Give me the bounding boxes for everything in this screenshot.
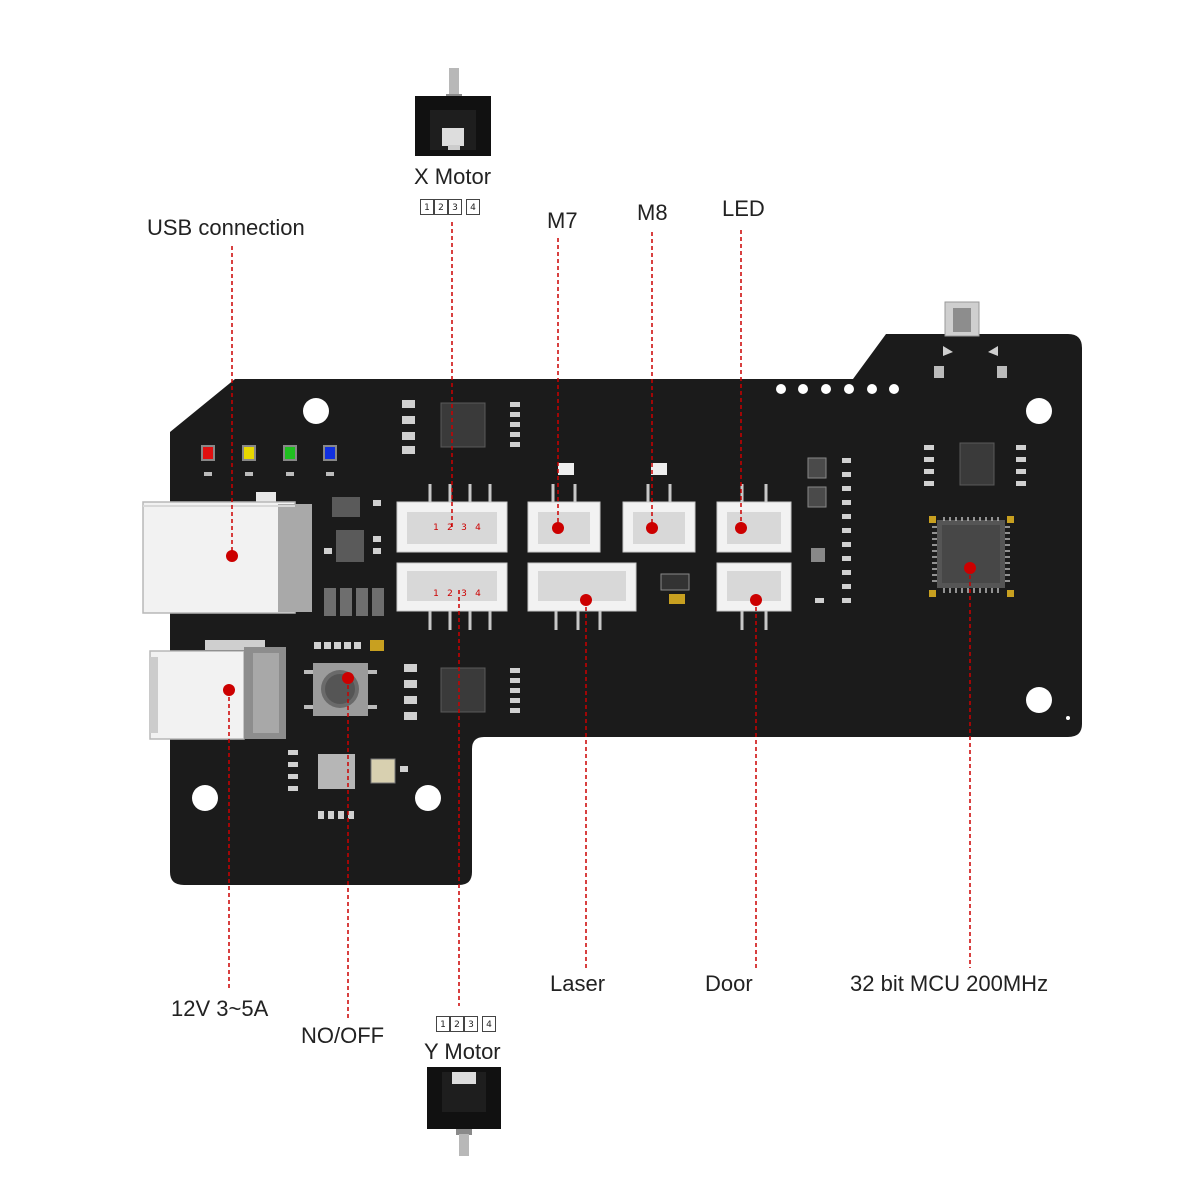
top-switch <box>934 301 1007 378</box>
switch-label: NO/OFF <box>301 1023 385 1048</box>
pin-2: 2 <box>450 1016 464 1032</box>
pin-2: 2 <box>434 199 448 215</box>
mounting-holes <box>192 398 1070 811</box>
svg-text:3: 3 <box>461 523 467 533</box>
svg-text:4: 4 <box>475 523 481 533</box>
pin-3: 3 <box>448 199 462 215</box>
pin-4: 4 <box>482 1016 496 1032</box>
pin-3: 3 <box>464 1016 478 1032</box>
svg-text:1: 1 <box>433 589 439 599</box>
svg-text:2: 2 <box>447 589 453 599</box>
usb-connection-label: USB connection <box>147 215 305 240</box>
svg-text:3: 3 <box>461 589 467 599</box>
driver-ics <box>318 402 995 789</box>
x-motor-image <box>415 68 491 156</box>
callout-lines <box>228 222 971 1020</box>
usb-connector <box>142 492 312 614</box>
pin-4: 4 <box>466 199 480 215</box>
m7-label: M7 <box>547 208 578 233</box>
y-motor-pin-legend: 1 2 3 4 <box>436 1016 498 1036</box>
mcu-chip <box>929 516 1014 597</box>
door-label: Door <box>705 971 753 996</box>
y-motor-label: Y Motor <box>424 1039 501 1064</box>
power-jack <box>149 640 286 740</box>
pin-1: 1 <box>436 1016 450 1032</box>
x-motor-pin-legend: 1 2 3 4 <box>420 199 482 219</box>
svg-text:4: 4 <box>475 589 481 599</box>
m8-label: M8 <box>637 200 668 225</box>
status-leds <box>201 445 337 476</box>
header-dots <box>776 384 899 394</box>
x-motor-label: X Motor <box>414 164 492 189</box>
connector-pins <box>428 484 768 630</box>
svg-text:2: 2 <box>447 523 453 533</box>
callout-dots <box>223 522 976 696</box>
svg-text:1: 1 <box>433 523 439 533</box>
pin-1: 1 <box>420 199 434 215</box>
power-label: 12V 3~5A <box>171 996 269 1021</box>
mcu-label: 32 bit MCU 200MHz <box>850 971 1049 996</box>
connector-housings <box>396 501 792 612</box>
power-switch <box>304 663 377 716</box>
led-label: LED <box>722 196 765 221</box>
y-motor-image <box>427 1067 501 1156</box>
laser-label: Laser <box>550 971 606 996</box>
passive-components <box>288 400 1026 819</box>
